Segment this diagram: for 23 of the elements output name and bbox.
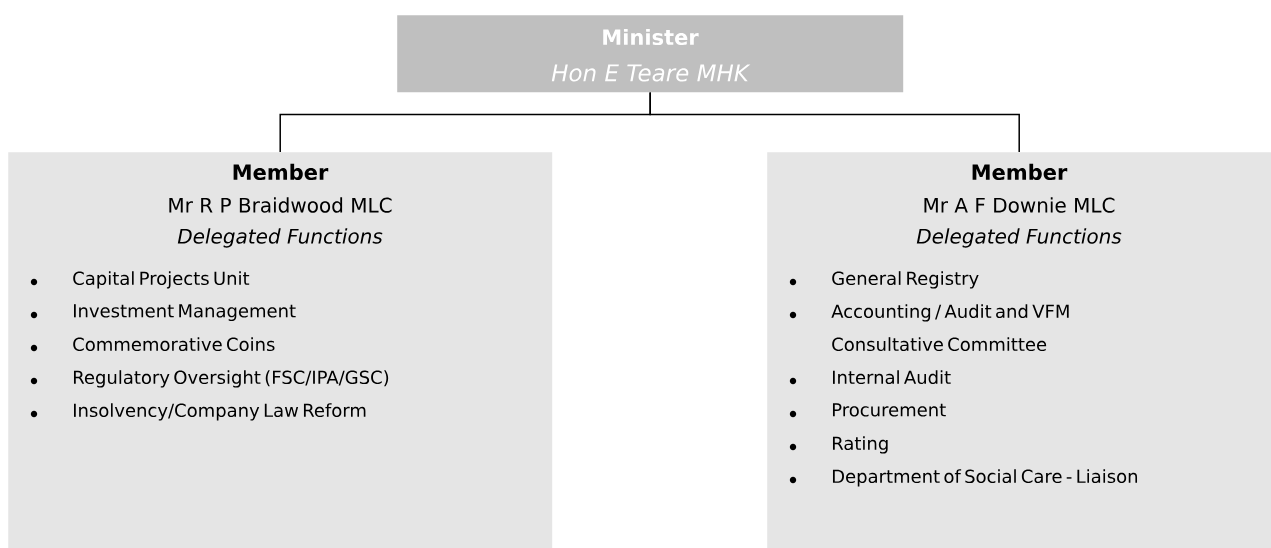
connector xyxy=(649,91,1020,153)
person-name: Hon E Teare MHK xyxy=(551,64,751,82)
bullet-item: Insolvency/Company Law Reform xyxy=(30,403,366,421)
bullet-item: General Registry xyxy=(789,271,979,289)
bullet-item: Regulatory Oversight (FSC/IPA/GSC) xyxy=(30,370,389,388)
role-title: Member xyxy=(972,163,1068,181)
role-title: Minister xyxy=(603,28,699,46)
person-name: Mr A F Downie MLC xyxy=(924,197,1115,213)
bullet-item: Capital Projects Unit xyxy=(30,271,250,289)
role-title: Member xyxy=(233,163,329,181)
subtitle: Delegated Functions xyxy=(916,228,1122,248)
bullet-item: Procurement xyxy=(789,403,946,418)
bullet-item: Department of Social Care - Liaison xyxy=(789,469,1137,487)
bullet-item: Accounting / Audit and VFM Consultative Committee xyxy=(789,304,1069,352)
member-box xyxy=(767,152,1271,548)
person-name: Mr R P Braidwood MLC xyxy=(169,197,392,213)
bullet-item: Commemorative Coins xyxy=(30,337,275,352)
bullet-item: Internal Audit xyxy=(789,370,951,385)
bullet-item: Investment Management xyxy=(30,304,296,322)
bullet-item: Rating xyxy=(789,436,888,454)
subtitle: Delegated Functions xyxy=(177,228,383,248)
minister-box xyxy=(397,15,904,93)
member-box xyxy=(8,152,553,548)
